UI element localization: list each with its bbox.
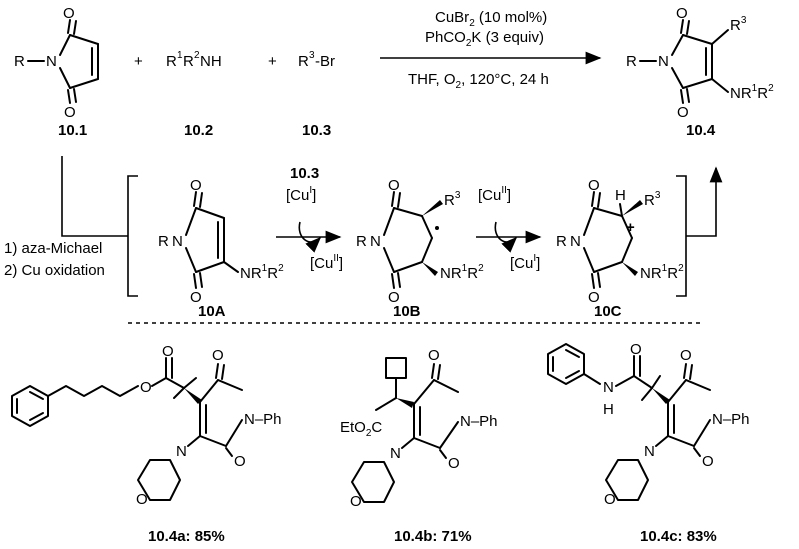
svg-text:O: O <box>428 347 440 364</box>
svg-text:O: O <box>140 379 152 396</box>
mechanism-step-2: 2) Cu oxidation <box>4 262 105 279</box>
svg-text:O: O <box>702 453 714 470</box>
svg-text:N: N <box>644 443 655 460</box>
carbonyl-o-label: O <box>190 177 202 194</box>
svg-text:N–Ph: N–Ph <box>460 413 498 430</box>
svg-text:O: O <box>234 453 246 470</box>
catalyst-text: CuBr2 (10 mol%) <box>435 9 547 29</box>
compound-label-10-2: 10.2 <box>184 122 213 139</box>
mechanism-step-1: 1) aza-Michael <box>4 240 102 257</box>
halide-formula: R 3 -Br <box>298 50 335 70</box>
product-10-4a-structure: O O N–Ph O O N O <box>11 343 282 508</box>
compound-label-10-3: 10.3 <box>302 122 331 139</box>
svg-text:[CuI]: [CuI] <box>510 253 540 272</box>
r-group-label: R <box>626 53 637 70</box>
conditions-text: THF, O2, 120°C, 24 h <box>408 71 549 91</box>
svg-text:O: O <box>136 491 148 508</box>
halide-r: R <box>298 53 309 70</box>
nr1r2-label: NR1R2 <box>240 263 284 282</box>
svg-text:R: R <box>356 233 367 250</box>
n-atom-label: N <box>172 233 183 250</box>
svg-text:O: O <box>212 347 224 364</box>
compound-label-10a: 10A <box>198 303 226 320</box>
svg-text:EtO2C: EtO2C <box>340 419 382 439</box>
intermediate-10c: R N O O H R3 + NR1R2 <box>556 177 684 306</box>
svg-text:O: O <box>588 289 600 306</box>
carbonyl-o-label: O <box>63 5 75 22</box>
cation-charge: + <box>626 219 635 236</box>
carbonyl-o-label: O <box>677 104 689 121</box>
carbonyl-o-label: O <box>676 5 688 22</box>
svg-text:N: N <box>390 445 401 462</box>
n-atom-label: N <box>658 53 669 70</box>
svg-text:O: O <box>588 177 600 194</box>
svg-text:[CuII]: [CuII] <box>478 185 511 204</box>
amine-r1: R <box>166 53 177 70</box>
svg-text:R3: R3 <box>444 190 461 209</box>
amine-sup-2: 2 <box>194 50 200 61</box>
svg-text:N: N <box>370 233 381 250</box>
intermediate-10b: R N O O R3 NR1R2 <box>356 177 484 306</box>
svg-text:O: O <box>350 493 362 510</box>
r3-label: R3 <box>730 15 747 34</box>
compound-label-10b: 10B <box>393 303 421 320</box>
maleimide-structure: R N O O <box>14 5 99 121</box>
svg-text:O: O <box>604 491 616 508</box>
product-10-4b-structure: EtO2C N–Ph O O N O <box>340 347 498 510</box>
svg-text:N–Ph: N–Ph <box>712 411 750 428</box>
amine-formula: R 1 R 2 NH <box>166 50 222 70</box>
radical-addition-arrow: 10.3 [CuI] [CuII] <box>276 165 343 272</box>
svg-text:NR1R2: NR1R2 <box>640 263 684 282</box>
plus-sign: + <box>268 53 277 70</box>
r-group-label: R <box>14 53 25 70</box>
svg-text:O: O <box>162 343 174 360</box>
oxidation-arrow: [CuII] [CuI] <box>476 185 542 272</box>
svg-text:O: O <box>448 455 460 472</box>
svg-text:O: O <box>630 341 642 358</box>
svg-text:O: O <box>680 347 692 364</box>
halide-sup-3: 3 <box>309 50 315 61</box>
product-10-4c-structure: N H O N–Ph O O N O <box>547 341 750 508</box>
n-atom-label: N <box>46 53 57 70</box>
product-arrow <box>686 166 723 237</box>
reaction-conditions: CuBr2 (10 mol%) PhCO2K (3 equiv) THF, O2… <box>408 9 549 91</box>
svg-text:H: H <box>603 401 614 418</box>
left-bracket <box>127 175 138 297</box>
svg-text:NR1R2: NR1R2 <box>440 263 484 282</box>
svg-text:R3: R3 <box>644 190 661 209</box>
carbonyl-o-label: O <box>64 104 76 121</box>
svg-text:N: N <box>603 379 614 396</box>
intermediate-10a: R N O O NR1R2 <box>158 177 284 306</box>
svg-text:N: N <box>570 233 581 250</box>
svg-text:[CuII]: [CuII] <box>310 253 343 272</box>
amine-r2: R <box>183 53 194 70</box>
radical-dot <box>435 226 439 230</box>
svg-text:R: R <box>556 233 567 250</box>
plus-sign: + <box>134 53 143 70</box>
svg-text:[CuI]: [CuI] <box>286 185 316 204</box>
carbonyl-o-label: O <box>190 289 202 306</box>
base-text: PhCO2K (3 equiv) <box>425 29 544 49</box>
svg-text:10.3: 10.3 <box>290 165 319 182</box>
svg-text:H: H <box>615 187 626 204</box>
amine-nh: NH <box>200 53 222 70</box>
mechanism-connector <box>61 156 128 237</box>
product-id-10-4b: 10.4b: 71% <box>394 528 472 545</box>
r-group-label: R <box>158 233 169 250</box>
compound-label-10c: 10C <box>594 303 622 320</box>
svg-text:N–Ph: N–Ph <box>244 411 282 428</box>
nr1r2-label: NR1R2 <box>730 83 774 102</box>
product-id-10-4a: 10.4a: 85% <box>148 528 225 545</box>
product-structure: R N O O R3 NR1R2 <box>626 5 774 121</box>
product-id-10-4c: 10.4c: 83% <box>640 528 717 545</box>
svg-text:O: O <box>388 177 400 194</box>
svg-text:O: O <box>388 289 400 306</box>
svg-text:N: N <box>176 443 187 460</box>
compound-label-10-4: 10.4 <box>686 122 716 139</box>
compound-label-10-1: 10.1 <box>58 122 87 139</box>
amine-sup-1: 1 <box>177 50 183 61</box>
halide-br: -Br <box>315 53 335 70</box>
